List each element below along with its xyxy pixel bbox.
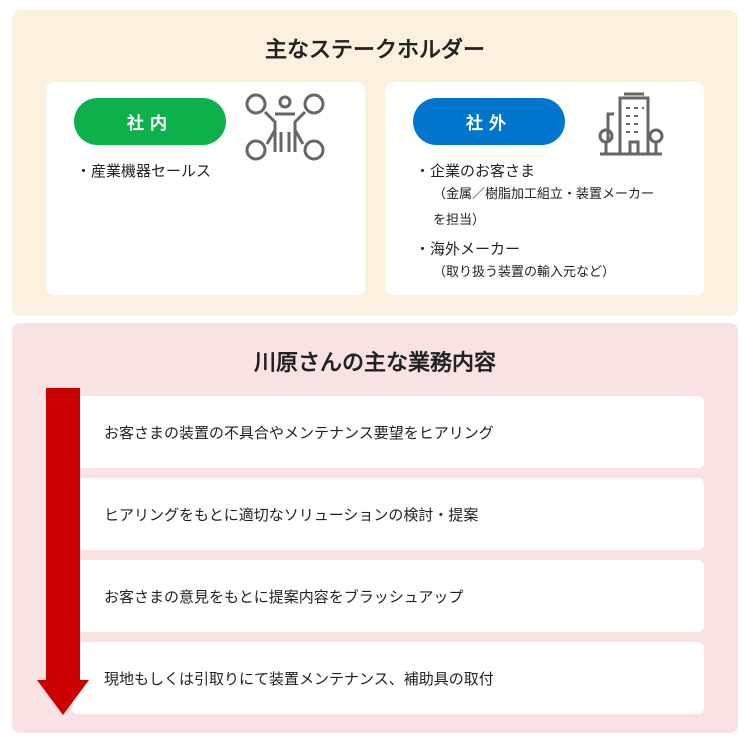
stakeholders-panel: 主なステークホルダー 社内 ・産業機器セールス 社外 ・企業のお客さま （金属／… <box>12 10 738 316</box>
external-badge: 社外 <box>413 98 565 145</box>
people-network-icon <box>245 92 325 166</box>
duties-title: 川原さんの主な業務内容 <box>253 351 496 376</box>
list-item-note: を担当） <box>433 213 486 228</box>
list-item-note: （金属／樹脂加工組立・装置メーカー <box>433 187 655 202</box>
duty-step: お客さまの装置の不具合やメンテナンス要望をヒアリング <box>72 396 704 468</box>
duty-step: 現地もしくは引取りにて装置メンテナンス、補助具の取付 <box>72 642 704 714</box>
duty-step: お客さまの意見をもとに提案内容をブラッシュアップ <box>72 560 704 632</box>
flow-arrow-icon <box>37 388 89 715</box>
list-item: ・企業のお客さま <box>415 162 536 180</box>
list-item: ・産業機器セールス <box>76 162 212 180</box>
list-item-note: （取り扱う装置の輸入元など） <box>433 265 616 280</box>
stakeholders-title: 主なステークホルダー <box>264 38 485 63</box>
internal-badge: 社内 <box>74 98 226 145</box>
internal-card: 社内 ・産業機器セールス <box>46 82 365 295</box>
duty-step: ヒアリングをもとに適切なソリューションの検討・提案 <box>72 478 704 550</box>
external-list: ・企業のお客さま （金属／樹脂加工組立・装置メーカー を担当） ・海外メーカー … <box>415 160 654 286</box>
office-building-icon <box>598 92 664 162</box>
external-card: 社外 ・企業のお客さま （金属／樹脂加工組立・装置メーカー を担当） ・海外メー… <box>385 82 704 295</box>
duties-panel: 川原さんの主な業務内容 お客さまの装置の不具合やメンテナンス要望をヒアリング ヒ… <box>12 323 738 733</box>
internal-list: ・産業機器セールス <box>76 160 211 182</box>
list-item: ・海外メーカー <box>415 240 521 258</box>
